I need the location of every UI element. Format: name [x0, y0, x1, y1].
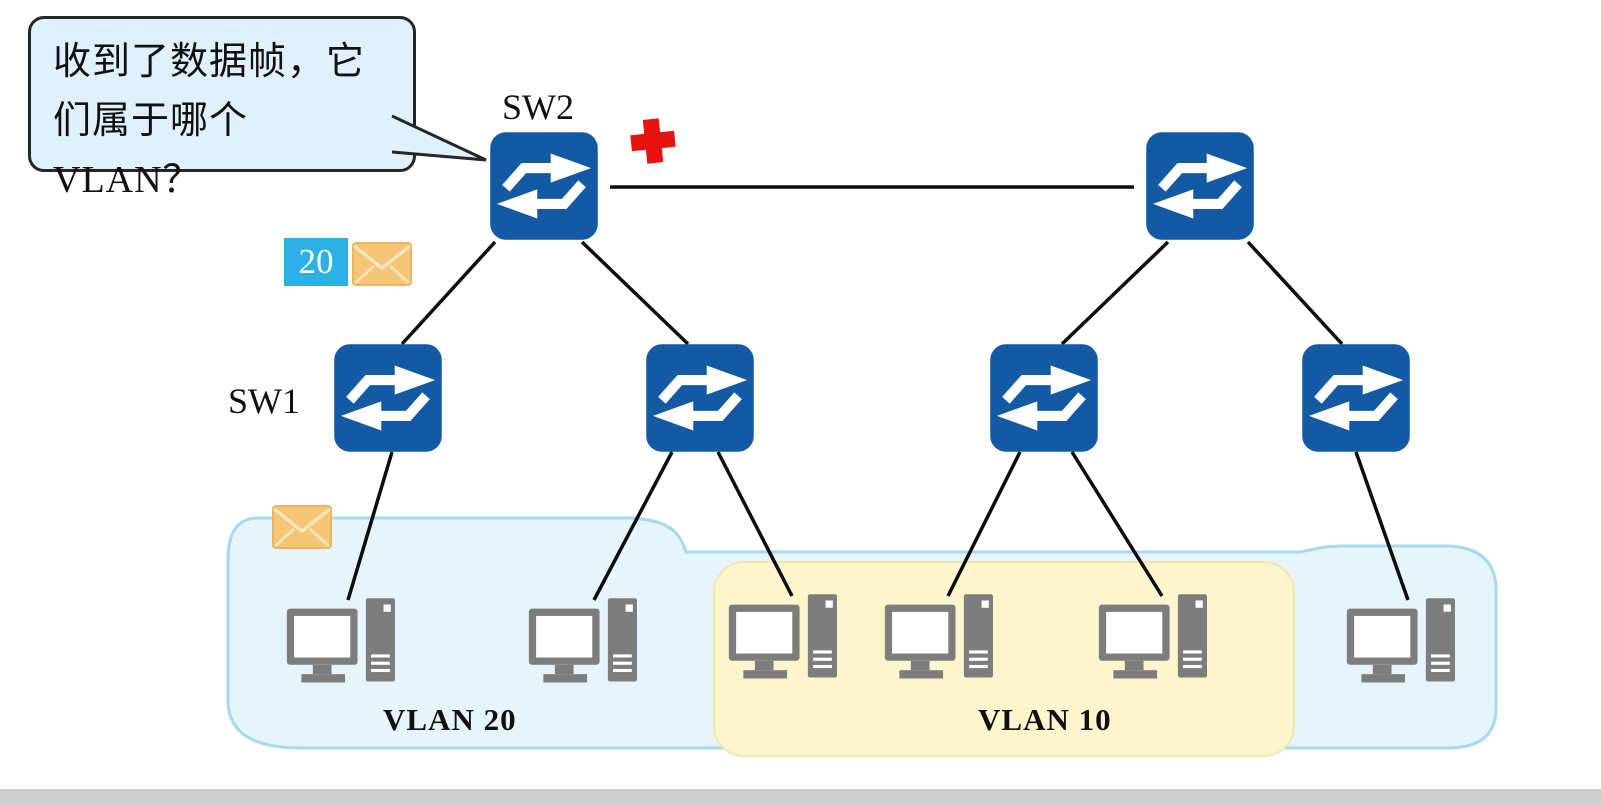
link-mid4-pc6: [1354, 451, 1410, 601]
bottom-bar: [0, 789, 1601, 805]
vlan-id-tag: 20: [284, 238, 348, 286]
link-mid3-pc5: [1070, 451, 1164, 597]
computer-icon-6: [1346, 598, 1455, 683]
link-mid2-pc3: [716, 451, 794, 597]
speech-bubble: 收到了数据帧，它 们属于哪个VLAN？: [28, 16, 416, 201]
label-sw1: SW1: [228, 381, 300, 421]
link-tr-mid4: [1246, 240, 1344, 346]
link-mid3-pc4: [946, 451, 1022, 597]
switch-icon-mid2: [646, 344, 754, 452]
switch-icon-sw1: [334, 344, 442, 452]
connection-lines: [346, 185, 1410, 601]
bubble-text-line2: 们属于哪个VLAN？: [53, 99, 249, 201]
switch-icon-sw2: [490, 132, 598, 240]
switch-icon-top-right: [1146, 132, 1254, 240]
link-tr-mid3: [1060, 240, 1170, 346]
computer-icon-1: [286, 598, 395, 683]
red-cross-icon: [630, 118, 676, 164]
link-sw2-sw1: [400, 240, 497, 346]
label-vlan10: VLAN 10: [978, 702, 1112, 737]
link-sw1-pc1: [346, 451, 394, 601]
bubble-text-line1: 收到了数据帧，它: [53, 41, 366, 83]
switch-icon-mid4: [1302, 344, 1410, 452]
label-vlan20: VLAN 20: [383, 702, 517, 737]
envelope-icon: [352, 242, 412, 286]
computer-icon-5: [1098, 594, 1207, 679]
link-sw2-mid2: [580, 240, 690, 346]
computer-icon-3: [728, 594, 837, 679]
computer-icon-4: [884, 594, 993, 679]
link-mid2-pc2: [592, 451, 674, 601]
switch-icon-mid3: [990, 344, 1098, 452]
label-sw2: SW2: [502, 87, 574, 127]
envelope-icon: [272, 505, 332, 549]
computer-icon-2: [528, 598, 637, 683]
